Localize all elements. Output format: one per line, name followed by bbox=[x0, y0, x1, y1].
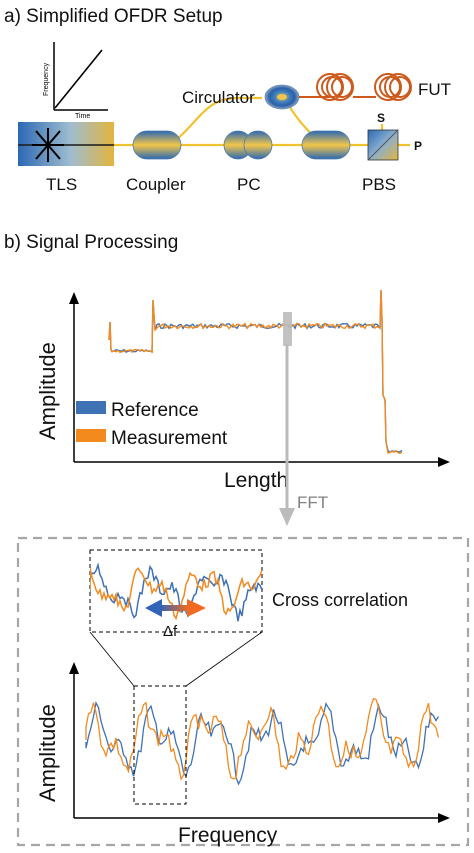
double-arrow-icon bbox=[145, 599, 206, 617]
s-port-label: S bbox=[377, 111, 385, 125]
top-plot-xlabel: Length bbox=[224, 469, 288, 492]
fiber-coil-icon bbox=[299, 73, 412, 101]
circulator-label: Circulator bbox=[182, 88, 255, 107]
pbs-component bbox=[367, 129, 399, 161]
bottom-plot-xlabel: Frequency bbox=[178, 824, 278, 847]
bottom-plot-traces bbox=[85, 697, 440, 786]
top-plot-ylabel: Amplitude bbox=[35, 342, 60, 440]
coupler-component bbox=[132, 130, 182, 160]
top-plot-axes bbox=[69, 292, 450, 467]
legend-reference-label: Reference bbox=[111, 400, 199, 421]
pbs-label: PBS bbox=[362, 175, 396, 194]
p-port-label: P bbox=[414, 139, 422, 153]
pc-component bbox=[223, 130, 273, 160]
legend-measurement-swatch bbox=[76, 429, 106, 442]
circulator-icon bbox=[264, 84, 300, 110]
legend-reference-swatch bbox=[76, 401, 106, 414]
delta-f-label: Δf bbox=[163, 623, 178, 640]
top-plot-legend: Reference Measurement bbox=[76, 400, 228, 449]
zoom-connector-right bbox=[185, 631, 263, 687]
fut-label: FUT bbox=[418, 80, 451, 99]
fft-selection-window bbox=[283, 312, 292, 346]
tls-label: TLS bbox=[46, 175, 77, 194]
top-plot-traces bbox=[108, 289, 403, 455]
inset-frequency-time-plot: Frequency Time bbox=[43, 42, 108, 120]
inset-ylabel: Frequency bbox=[43, 62, 50, 96]
bottom-measurement-trace bbox=[85, 697, 440, 781]
coupler-2-component bbox=[301, 130, 351, 160]
cross-correlation-inset: Δf bbox=[89, 549, 263, 640]
zoom-connector-left bbox=[89, 631, 135, 687]
bottom-plot-axes bbox=[69, 662, 450, 823]
tls-laser bbox=[18, 122, 114, 166]
pc-label: PC bbox=[237, 175, 261, 194]
fft-result-panel bbox=[16, 536, 470, 847]
zoom-selection-window bbox=[133, 685, 187, 805]
zoom-measurement-trace bbox=[90, 567, 262, 621]
legend-measurement-label: Measurement bbox=[111, 428, 228, 449]
section-a-title: a) Simplified OFDR Setup bbox=[4, 6, 223, 27]
fft-label: FFT bbox=[297, 493, 328, 512]
section-b-title: b) Signal Processing bbox=[4, 232, 178, 253]
cross-correlation-label: Cross correlation bbox=[272, 590, 408, 610]
top-measurement-trace bbox=[108, 289, 403, 455]
laser-star-icon bbox=[32, 128, 64, 162]
bottom-plot-ylabel: Amplitude bbox=[35, 704, 60, 802]
inset-xlabel: Time bbox=[75, 113, 90, 120]
fft-arrow-head bbox=[279, 508, 295, 526]
coupler-label: Coupler bbox=[126, 175, 186, 194]
